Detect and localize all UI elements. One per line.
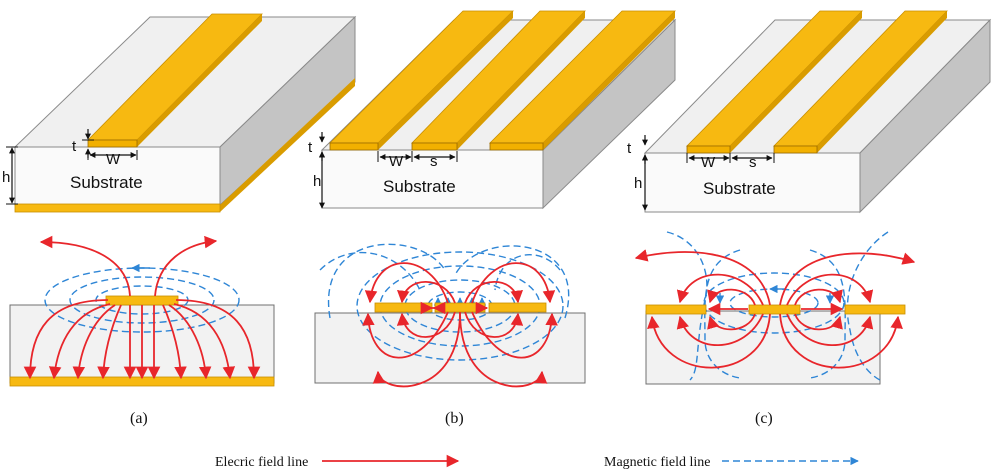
thickness-label-a: t: [72, 138, 77, 155]
electric-field-line: [464, 280, 523, 304]
height-label-b: h: [313, 173, 321, 190]
left-ground-side: [378, 11, 513, 150]
cpw-field-section: (b): [314, 243, 586, 427]
electric-field-line: [464, 311, 524, 338]
magnetic-field-line: [704, 249, 741, 379]
electric-field-line: [154, 235, 218, 297]
center-strip-cross-section: [434, 302, 486, 313]
magnetic-loop: [356, 251, 564, 361]
electric-field-line: [779, 252, 916, 306]
electric-field-line: [162, 304, 187, 380]
electric-field-line: [23, 299, 109, 380]
strip-2-front: [773, 145, 818, 154]
magnetic-field-line: [809, 249, 846, 379]
electric-field-line: [397, 280, 456, 304]
ground-plane-side: [220, 78, 355, 212]
magnetic-field-line: [319, 251, 421, 291]
width-label-c: W: [701, 154, 716, 171]
cps-3d: t W s h Substrate: [627, 10, 992, 214]
right-ground-cross-section: [488, 302, 547, 313]
ground-plane-front: [14, 203, 221, 213]
left-ground-cross-section: [374, 302, 433, 313]
legend-magnetic-label: Magnetic field line: [604, 455, 711, 470]
electric-field-line: [471, 262, 556, 304]
microstrip-3d: t W h Substrate: [2, 13, 357, 213]
height-label-a: h: [2, 169, 10, 186]
electric-field-line: [471, 311, 558, 359]
electric-field-line: [175, 299, 261, 380]
legend-electric-label: Elecric field line: [215, 455, 308, 470]
magnetic-loop: [703, 272, 845, 334]
electric-field-line: [707, 313, 756, 331]
caption-c: (c): [755, 410, 773, 427]
caption-b: (b): [445, 410, 464, 427]
electric-field-line: [396, 311, 456, 338]
magnetic-field-line: [846, 231, 889, 381]
strip-3-cross-section: [844, 304, 906, 315]
spacing-label-c: s: [749, 154, 757, 171]
strip-1-cross-section: [645, 304, 707, 315]
electric-field-line: [459, 311, 548, 388]
strip-1-side: [730, 11, 862, 153]
electric-field-line: [72, 304, 116, 380]
ground-plane-cross-section: [9, 376, 275, 387]
signal-strip-side: [137, 14, 262, 147]
electric-field-line: [794, 288, 843, 306]
legend: Elecric field line Magnetic field line: [215, 454, 859, 470]
caption-a: (a): [130, 410, 148, 427]
electric-field-line: [48, 303, 111, 380]
electric-field-line: [362, 311, 449, 359]
electric-field-line: [39, 235, 131, 297]
center-strip-front: [411, 142, 458, 151]
cpw-3d: t W s h Substrate: [308, 10, 677, 210]
signal-strip-cross-section: [105, 295, 179, 306]
strip-1-front: [686, 145, 731, 154]
electric-field-line: [786, 313, 874, 347]
center-strip-side: [457, 11, 585, 150]
strip-2-cross-section: [748, 304, 801, 315]
electric-field-line: [647, 313, 771, 369]
electric-field-line: [786, 273, 874, 306]
electric-field-line: [794, 313, 843, 331]
electric-field-line: [97, 304, 122, 380]
width-label-b: W: [389, 153, 404, 170]
electric-field-line: [634, 249, 771, 306]
signal-strip-front: [87, 139, 138, 148]
electric-field-line: [168, 304, 212, 380]
electric-field-line: [707, 288, 756, 306]
substrate-label-c: Substrate: [703, 179, 776, 198]
thickness-label-b: t: [308, 139, 313, 156]
height-label-c: h: [634, 175, 642, 192]
substrate-front-face: [644, 152, 861, 213]
electric-field-line: [173, 303, 236, 380]
substrate-label-a: Substrate: [70, 173, 143, 192]
thickness-label-c: t: [627, 140, 632, 157]
magnetic-field-line: [327, 243, 446, 319]
electric-field-line: [372, 311, 461, 388]
cps-field-section: (c): [634, 231, 916, 427]
magnetic-field-line: [666, 231, 708, 381]
electric-field-line: [676, 313, 764, 347]
electric-field-line: [676, 273, 764, 306]
right-ground-front: [489, 142, 544, 151]
substrate-label-b: Substrate: [383, 177, 456, 196]
left-ground-front: [329, 142, 379, 151]
magnetic-field-line: [454, 245, 570, 319]
spacing-label-b: s: [430, 153, 438, 170]
width-label-a: W: [106, 151, 121, 168]
right-ground-side: [543, 11, 675, 150]
strip-2-side: [817, 11, 947, 153]
electric-field-line: [364, 262, 449, 304]
magnetic-field-line: [494, 254, 561, 291]
microstrip-field-section: (a): [9, 235, 275, 427]
electric-field-line: [779, 313, 903, 369]
